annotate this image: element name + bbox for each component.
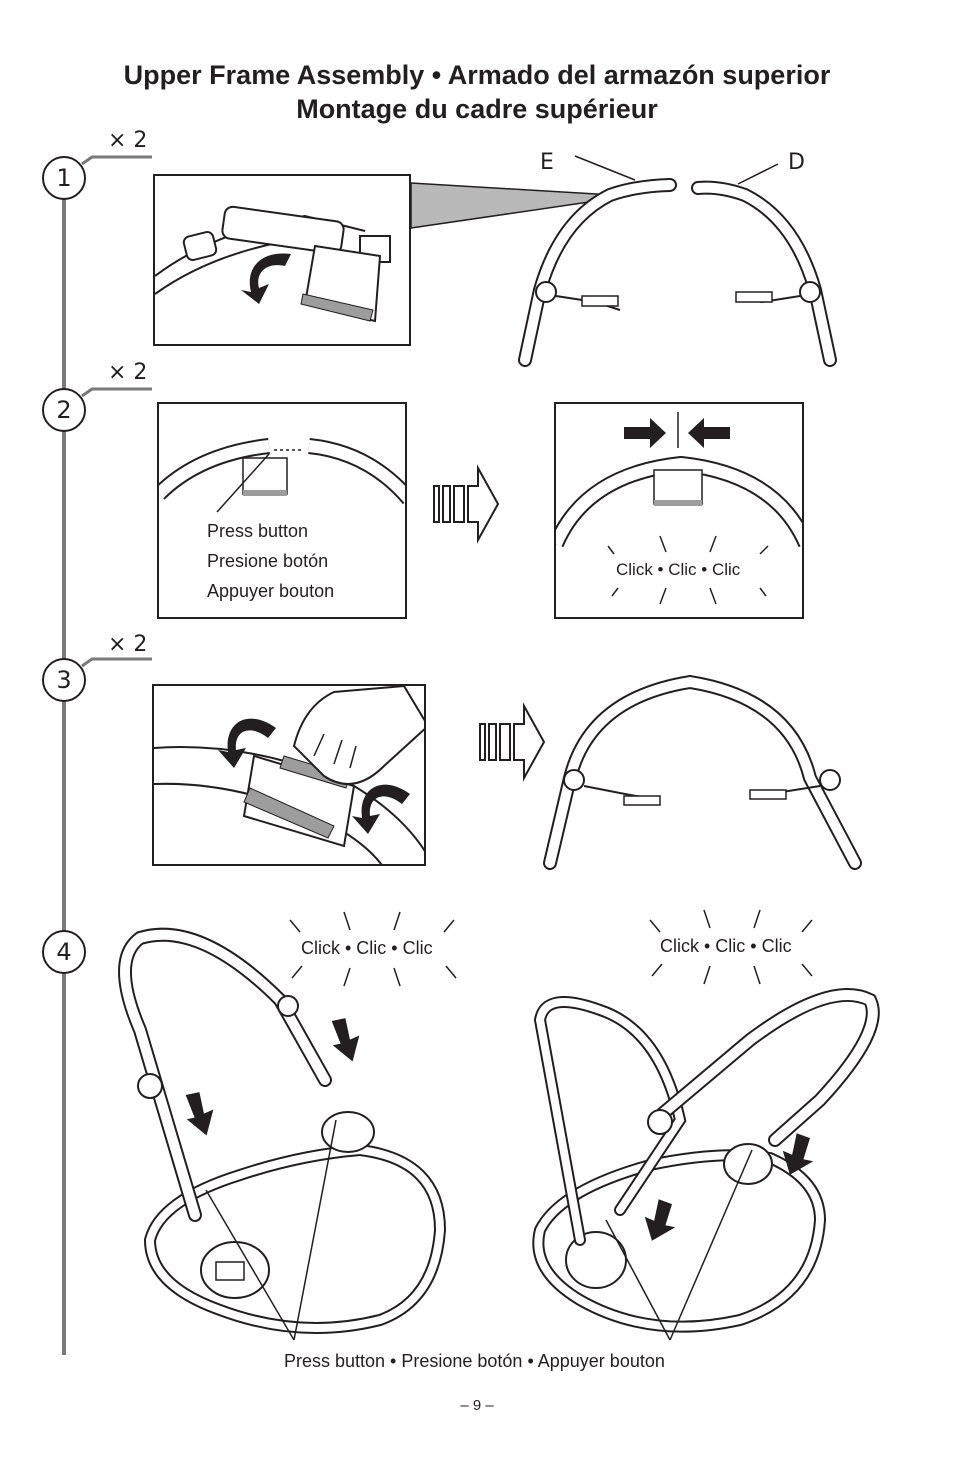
step1-detail-box [153, 174, 411, 346]
step2-press-box: Press button Presione botón Appuyer bout… [157, 402, 407, 619]
step4-illustration [118, 909, 880, 1341]
down-arrow-icon [331, 1018, 360, 1062]
press-button-fr: Appuyer bouton [207, 581, 335, 601]
step2-click-box: Click • Clic • Clic [554, 402, 804, 619]
step4-press-caption: Press button • Presione botón • Appuyer … [284, 1351, 665, 1371]
step2-multiplier: × 2 [108, 360, 148, 385]
page-title: Upper Frame Assembly • Armado del armazó… [123, 60, 831, 90]
part-label-e: E [540, 150, 554, 175]
step-number-2: 2 [42, 388, 86, 432]
step3-detail-illustration [154, 686, 424, 864]
step1-multiplier: × 2 [108, 128, 148, 153]
step4-click-left: Click • Clic • Clic [301, 938, 433, 958]
down-arrow-icon [782, 1133, 814, 1175]
rotate-arrow-icon [241, 253, 291, 304]
step2-click-text: Click • Clic • Clic [616, 560, 741, 579]
step2-press-illustration [159, 438, 405, 513]
step2-joined-illustration [556, 412, 802, 605]
step-number-4: 4 [42, 930, 86, 974]
step1-frame-halves [518, 155, 837, 367]
down-arrow-icon [185, 1092, 214, 1136]
step4-click-right: Click • Clic • Clic [660, 936, 792, 956]
press-button-es: Presione botón [207, 551, 329, 571]
step3-multiplier: × 2 [108, 632, 148, 657]
step-number-1: 1 [42, 156, 86, 200]
part-label-d: D [788, 150, 805, 175]
page-number: – 9 – [460, 1397, 494, 1414]
step3-assembled-frame [543, 674, 862, 870]
step1-zoom-wedge [410, 182, 631, 229]
down-arrow-icon [644, 1199, 676, 1241]
step1-detail-illustration [155, 205, 391, 323]
step-number-3: 3 [42, 658, 86, 702]
push-arrow-icon [433, 464, 500, 544]
rotate-arrow-icon [218, 718, 276, 768]
page-subtitle: Montage du cadre supérieur [296, 94, 658, 124]
rotate-arrow-icon [352, 784, 410, 834]
push-arrow-icon [479, 702, 546, 782]
press-button-en: Press button [207, 521, 309, 541]
step3-detail-box [152, 684, 426, 866]
converge-arrows-icon [624, 418, 730, 448]
